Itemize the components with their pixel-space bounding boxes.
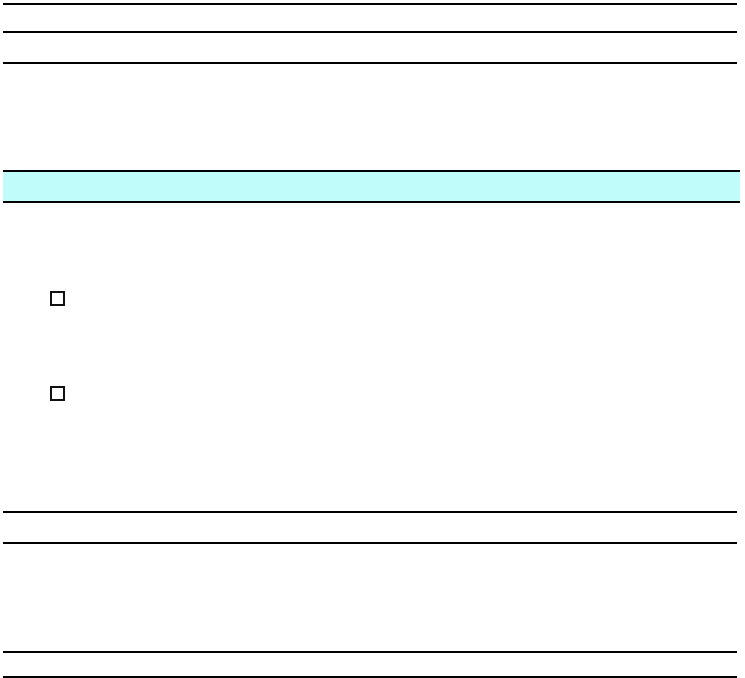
bottom-rule-1 [3,651,737,653]
mid-rule-1 [3,511,737,513]
highlight-band-top-border [3,170,740,172]
mid-rule-2 [3,542,737,544]
bottom-rule-2 [3,676,737,678]
checkbox-item-2[interactable] [50,386,65,401]
top-rule-1 [3,3,737,5]
top-rule-2 [3,31,737,33]
top-rule-3 [3,62,737,64]
highlight-band [3,172,740,201]
highlight-band-bottom-border [3,201,740,203]
checkbox-item-1[interactable] [50,291,65,306]
